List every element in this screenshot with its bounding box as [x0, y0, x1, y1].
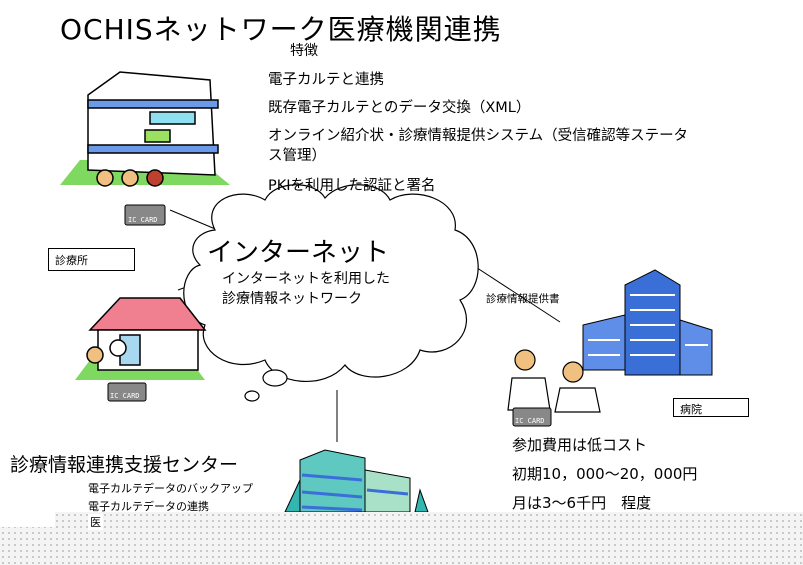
clinic-label: 診療所	[48, 248, 135, 271]
feature-item: ス管理）	[268, 148, 326, 164]
cost-text: 初期10，000～20，000円	[512, 465, 698, 483]
house-clinic-icon	[75, 297, 207, 380]
hospital-building-icon	[582, 269, 713, 376]
center-item: 電子カルテデータの連携	[88, 500, 209, 513]
ic-card-label: IC CARD	[515, 417, 545, 425]
hospital-label: 病院	[673, 398, 749, 417]
slide-title: OCHISネットワーク医療機関連携	[60, 13, 502, 46]
feature-item: 既存電子カルテとのデータ交換（XML）	[268, 100, 531, 116]
overlay-gap	[0, 512, 55, 527]
cost-text: 月は3～6千円 程度	[512, 494, 652, 512]
clinic-building-icon	[60, 71, 230, 187]
referral-label: 診療情報提供書	[486, 293, 560, 305]
center-item: 医	[88, 514, 103, 530]
feature-item: オンライン紹介状・診療情報提供システム（受信確認等ステータ	[268, 128, 689, 144]
features-heading: 特徴	[290, 43, 318, 59]
cost-text: 参加費用は低コスト	[512, 436, 648, 454]
center-title: 診療情報連携支援センター	[10, 454, 239, 476]
feature-item: 電子カルテと連携	[268, 72, 384, 88]
support-center-building-icon	[284, 449, 429, 513]
center-item: 電子カルテデータのバックアップ	[88, 482, 253, 495]
internet-cloud-icon	[183, 184, 479, 402]
internet-subtitle: 診療情報ネットワーク	[222, 291, 362, 307]
dotted-overlay	[0, 512, 803, 565]
internet-title: インターネット	[207, 238, 390, 268]
internet-subtitle: インターネットを利用した	[222, 271, 390, 287]
ic-card-reader-icon	[107, 204, 552, 427]
ic-card-label: IC CARD	[128, 216, 158, 224]
ic-card-label: IC CARD	[110, 392, 140, 400]
feature-item: PKIを利用した認証と署名	[268, 178, 436, 194]
